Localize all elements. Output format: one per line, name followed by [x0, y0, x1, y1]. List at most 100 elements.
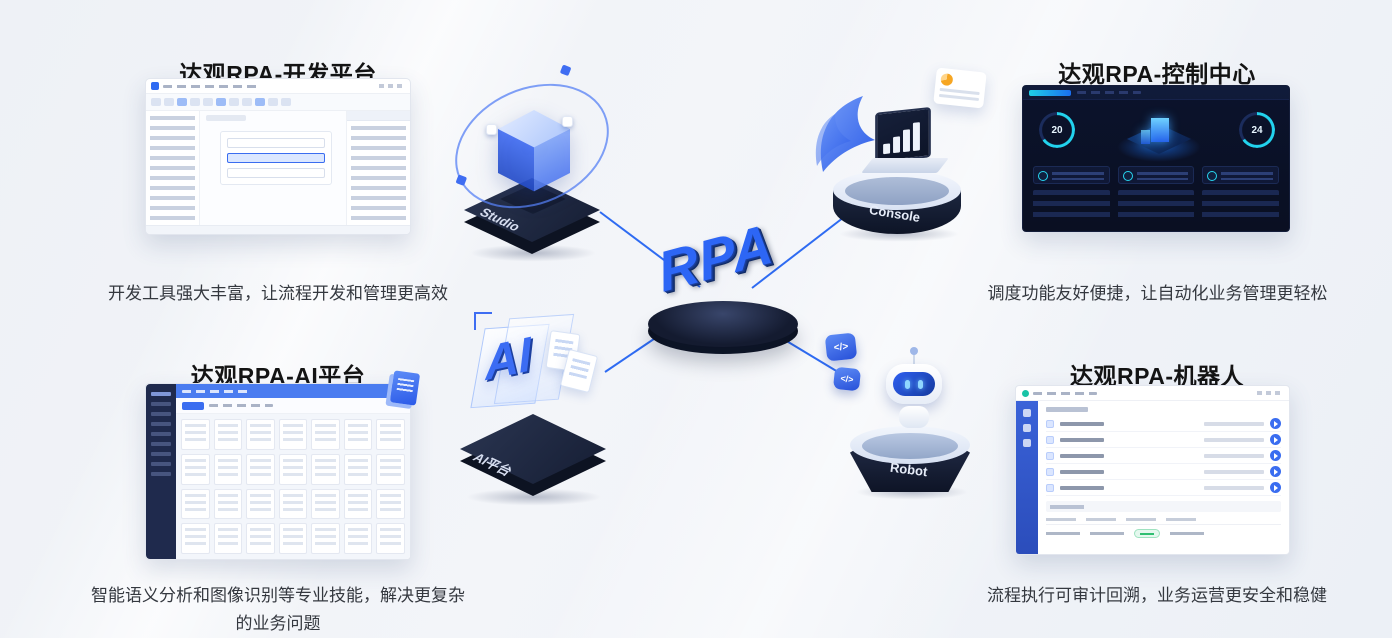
section-caption-control: 调度功能友好便捷，让自动化业务管理更轻松	[987, 284, 1328, 303]
flow-step-card	[220, 131, 332, 185]
robot-card	[1033, 166, 1110, 184]
dashboard-header	[1023, 86, 1289, 100]
properties-header	[347, 111, 410, 121]
window-controls-icon	[379, 84, 405, 88]
record-cell	[1090, 532, 1124, 535]
form-field	[227, 138, 325, 148]
documents-icon	[389, 370, 421, 406]
sidebar-icons	[1016, 401, 1038, 554]
corner-bracket-icon	[474, 312, 492, 330]
decor-item	[278, 523, 308, 554]
chart-bar	[903, 129, 910, 153]
screenshot-control-center: 20 24	[1022, 85, 1290, 232]
menu-bar	[163, 84, 259, 88]
decor-item	[376, 523, 406, 554]
column-label	[1086, 518, 1116, 521]
properties-panel	[346, 111, 410, 225]
table-column	[1117, 190, 1195, 223]
decor-item	[216, 98, 226, 106]
decor-item	[278, 453, 308, 485]
decor-item	[1023, 409, 1031, 417]
chart-bar	[893, 136, 901, 154]
ai-letters: AI	[482, 327, 534, 392]
process-row	[1046, 416, 1281, 432]
process-icon	[1046, 419, 1054, 428]
dashboard-tables	[1033, 190, 1280, 223]
window-titlebar	[146, 79, 410, 94]
activities-panel	[146, 111, 200, 225]
gauge-value: 24	[1251, 124, 1263, 136]
decor-item	[213, 453, 243, 485]
decor-item	[213, 523, 243, 554]
table-column	[1033, 190, 1110, 223]
text-line	[938, 93, 980, 102]
section-caption-dev: 开发工具强大丰富，让流程开发和管理更高效	[108, 284, 448, 303]
dashboard-menu	[1077, 91, 1141, 94]
process-row	[1046, 480, 1281, 496]
status-bar	[146, 225, 410, 234]
node-studio: Studio	[435, 60, 629, 262]
decor-item	[343, 488, 373, 520]
decor-item	[151, 402, 171, 406]
play-icon	[1274, 436, 1278, 443]
sidebar-menu	[146, 384, 176, 559]
flow-canvas	[200, 111, 346, 225]
robot-face	[893, 372, 935, 396]
robot-status-cards	[1033, 166, 1280, 184]
run-button	[1270, 434, 1281, 445]
code-glyph: </>	[833, 340, 849, 354]
chart-bar	[883, 143, 891, 155]
decor-item	[151, 462, 171, 466]
hub-disk	[648, 301, 798, 347]
selection-handle-icon	[562, 116, 573, 127]
process-meta	[1204, 453, 1264, 458]
process-name	[1060, 469, 1104, 474]
decor-item	[1023, 424, 1031, 432]
decor-item	[181, 453, 210, 485]
decor-item	[151, 422, 171, 426]
node-ai-platform: AI AI平台	[448, 306, 620, 506]
decor-item	[151, 98, 161, 106]
code-bubble-icon: </>	[832, 366, 862, 392]
robot-figure	[886, 347, 942, 442]
record-cell	[1046, 532, 1080, 535]
decor-item	[376, 419, 406, 450]
selection-handle-icon	[486, 124, 497, 135]
orbit-node-icon	[455, 174, 468, 187]
screenshot-robot-client	[1015, 385, 1290, 555]
process-meta	[1204, 469, 1264, 474]
code-glyph: </>	[839, 373, 854, 385]
code-bubble-icon: </>	[824, 332, 858, 362]
tree-items	[150, 116, 195, 220]
decor-item	[281, 98, 291, 106]
app-logo-icon	[151, 82, 159, 90]
column-label	[1166, 518, 1196, 521]
records-table-header	[1046, 515, 1281, 525]
document-row	[181, 419, 406, 450]
decor-item	[203, 98, 213, 106]
robot-eye	[918, 379, 923, 389]
section-label	[1050, 504, 1084, 509]
decor-item	[343, 419, 373, 450]
decor-item	[311, 523, 340, 554]
header-title	[182, 389, 252, 393]
document-grid	[176, 414, 410, 559]
orbit-node-icon	[559, 64, 572, 77]
decor-item	[151, 452, 171, 456]
property-rows	[351, 126, 406, 220]
studio-cube	[498, 110, 570, 192]
play-icon	[1274, 452, 1278, 459]
process-icon	[1046, 483, 1054, 492]
process-meta	[1204, 421, 1264, 426]
window-titlebar	[1016, 386, 1289, 401]
toolbar-icons	[151, 98, 291, 106]
robot-eye	[905, 379, 910, 389]
decor-item	[246, 453, 275, 485]
process-icon	[1046, 451, 1054, 460]
decor-item	[177, 98, 187, 106]
ai-main-area	[176, 384, 410, 559]
decor-item	[190, 98, 200, 106]
play-icon	[1274, 484, 1278, 491]
rpa-hub: RPA	[645, 211, 801, 354]
